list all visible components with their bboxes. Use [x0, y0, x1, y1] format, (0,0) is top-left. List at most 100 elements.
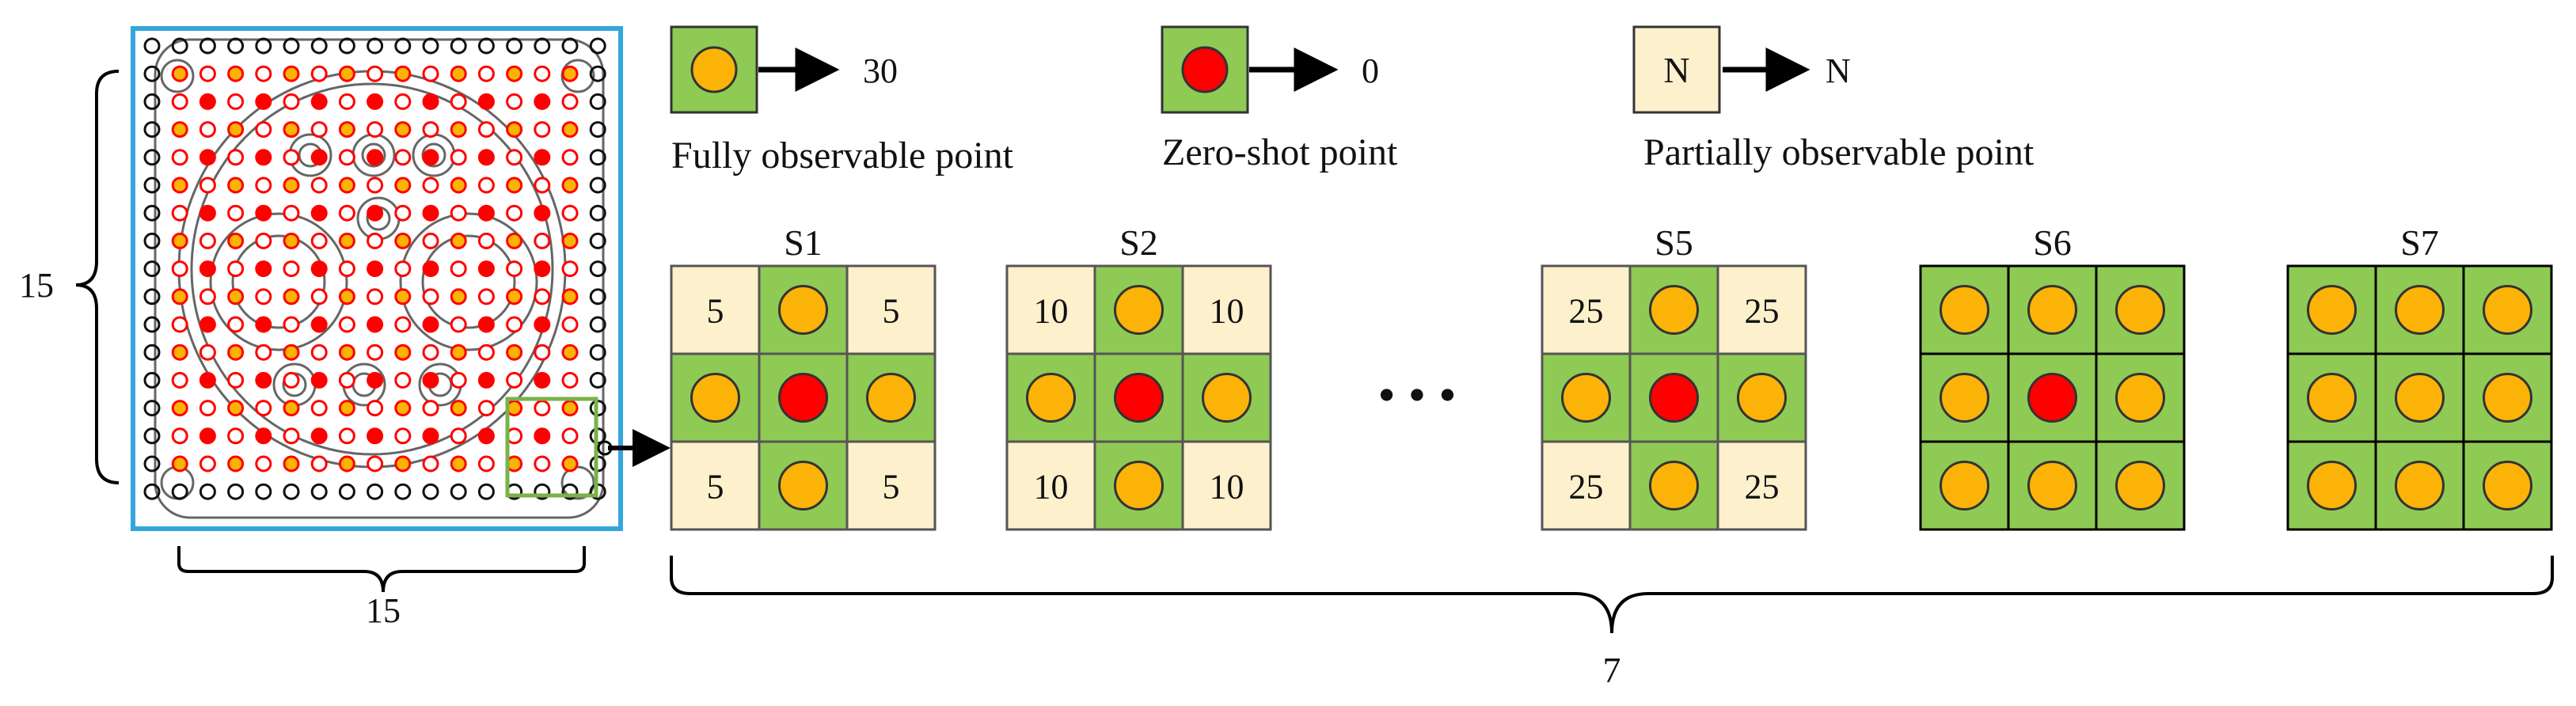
fully-observable-point	[2027, 461, 2077, 511]
sampling-point	[171, 260, 188, 278]
sampling-point	[534, 371, 551, 389]
sampling-point	[450, 344, 467, 361]
width-brace	[177, 546, 586, 593]
boundary-point	[589, 37, 606, 55]
sampling-point	[534, 400, 551, 417]
boundary-point	[143, 204, 161, 222]
boundary-point	[143, 260, 161, 278]
sampling-point	[367, 93, 384, 110]
sampling-point	[283, 204, 300, 222]
sampling-point	[450, 288, 467, 306]
sampling-point	[561, 427, 579, 445]
sketch-large-ring-inner	[231, 234, 326, 329]
sampling-point	[227, 344, 245, 361]
sampling-point	[477, 93, 495, 110]
sampling-point	[477, 176, 495, 194]
boundary-point	[422, 37, 439, 55]
boundary-point	[255, 483, 272, 500]
fully-observable-point	[2115, 373, 2165, 423]
fully-observable-point	[1649, 461, 1699, 511]
fully-observable-point	[1940, 461, 1989, 511]
sampling-point	[255, 344, 272, 361]
sampling-point	[422, 149, 439, 166]
sampling-point	[255, 455, 272, 473]
sampling-point	[422, 260, 439, 278]
width-label: 15	[366, 591, 401, 630]
selected-region-highlight	[505, 397, 598, 498]
boundary-point	[506, 37, 523, 55]
sampling-point	[394, 149, 412, 166]
sampling-point	[367, 204, 384, 222]
sampling-point	[394, 260, 412, 278]
fully-observable-point	[778, 461, 828, 511]
legend: 30 Fully observable point 0 Zero-shot po…	[670, 25, 2035, 176]
sampling-point	[199, 232, 216, 249]
stage-title: S6	[2033, 222, 2072, 263]
boundary-point	[589, 204, 606, 222]
sampling-point	[310, 371, 328, 389]
sampling-point	[394, 93, 412, 110]
sampling-point	[506, 371, 523, 389]
sampling-point	[255, 260, 272, 278]
sampling-point	[534, 316, 551, 333]
sampling-point	[199, 204, 216, 222]
sampling-point	[227, 121, 245, 139]
fully-observable-point	[1940, 285, 1989, 335]
sampling-point	[477, 288, 495, 306]
sampling-point	[367, 371, 384, 389]
sampling-point	[477, 316, 495, 333]
cell-sample-count: 25	[1745, 292, 1780, 331]
sampling-point	[367, 344, 384, 361]
sampling-point	[534, 121, 551, 139]
sampling-point	[338, 176, 355, 194]
boundary-point	[143, 149, 161, 166]
sampling-point	[477, 427, 495, 445]
sampling-point	[450, 371, 467, 389]
fully-observable-point	[2307, 285, 2357, 335]
boundary-point	[367, 483, 384, 500]
boundary-point	[283, 37, 300, 55]
sampling-point	[422, 316, 439, 333]
sampling-point	[338, 121, 355, 139]
partially-observable-cell	[1541, 264, 1632, 355]
partially-observable-cell	[845, 440, 937, 531]
sampling-point	[310, 427, 328, 445]
sampling-point	[561, 400, 579, 417]
sampling-point	[561, 232, 579, 249]
sampling-point	[561, 204, 579, 222]
sampling-point	[367, 455, 384, 473]
sampling-point	[227, 204, 245, 222]
sampling-point	[199, 93, 216, 110]
sampling-point	[255, 232, 272, 249]
cell-sample-count: 10	[1210, 292, 1244, 331]
sampling-point	[561, 371, 579, 389]
legend-zero-value: 0	[1362, 51, 1379, 90]
sampling-point-grid	[143, 37, 606, 500]
boundary-point	[171, 37, 188, 55]
sampling-point	[450, 176, 467, 194]
sampling-point	[367, 427, 384, 445]
fully-observable-point	[2027, 285, 2077, 335]
legend-item-zero-shot: 0 Zero-shot point	[1161, 25, 1398, 173]
cell-sample-count: 5	[883, 292, 900, 331]
legend-item-partially-observable: N N Partially observable point	[1632, 25, 2035, 173]
fully-observable-point	[1649, 285, 1699, 335]
sampling-point	[310, 93, 328, 110]
sampling-point	[199, 65, 216, 82]
sampling-point	[394, 204, 412, 222]
sampling-point	[227, 93, 245, 110]
sampling-point	[422, 176, 439, 194]
sampling-point	[255, 316, 272, 333]
sampling-point	[199, 344, 216, 361]
zero-shot-point	[1649, 373, 1699, 423]
sampling-point	[394, 371, 412, 389]
sampling-point	[450, 260, 467, 278]
sampling-point	[310, 204, 328, 222]
sampling-point	[394, 427, 412, 445]
boundary-point	[143, 232, 161, 249]
sampling-point	[255, 149, 272, 166]
sampling-point	[422, 204, 439, 222]
